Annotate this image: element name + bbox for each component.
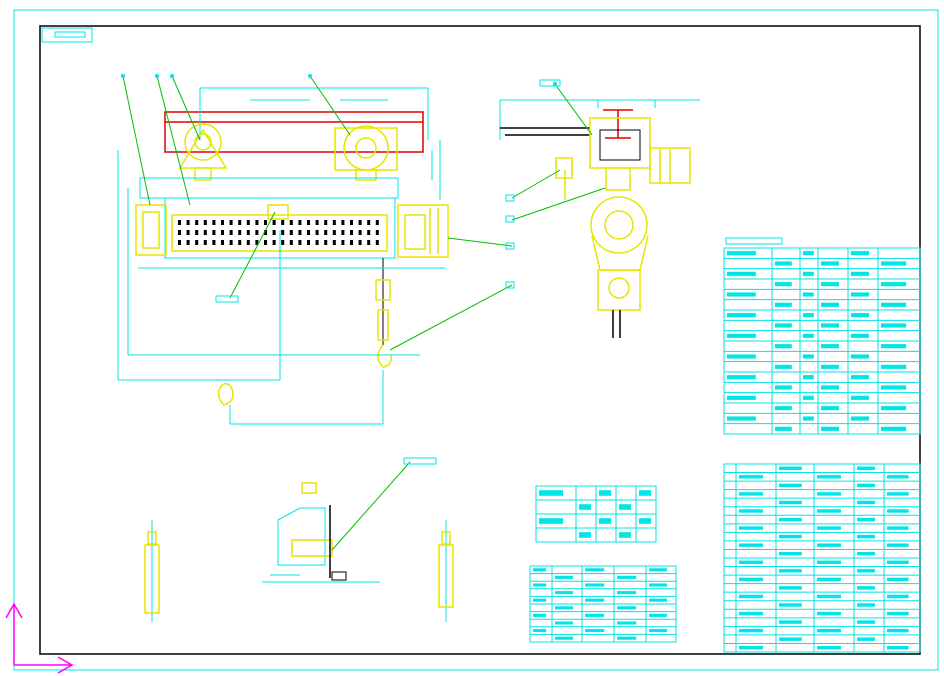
outer-border xyxy=(13,9,939,671)
ucs-axis-icon xyxy=(5,602,74,674)
hook-detail xyxy=(217,382,234,406)
i-beam-section xyxy=(603,109,633,139)
drawing-frame xyxy=(39,25,921,655)
table-title xyxy=(725,237,783,245)
drum-groove-pattern xyxy=(178,220,379,245)
hoist-side-view xyxy=(499,79,700,338)
specification-table-small xyxy=(535,485,657,543)
hook xyxy=(377,344,393,368)
trolley-wheel-right xyxy=(334,125,398,181)
hook-block xyxy=(375,279,391,301)
hoist-drum-section xyxy=(590,196,648,254)
bill-of-materials-table xyxy=(723,463,921,653)
technical-requirements-table xyxy=(723,247,921,435)
gearbox xyxy=(135,204,167,256)
hoist-motor xyxy=(397,204,449,258)
pendant-control-right xyxy=(438,544,454,608)
detail-views xyxy=(144,457,454,622)
hoist-front-view xyxy=(117,74,513,425)
pendant-control-left xyxy=(144,544,160,614)
i-beam-rail xyxy=(164,111,424,153)
trolley-wheel-left xyxy=(178,123,228,181)
parts-table-small xyxy=(529,565,677,643)
bracket-section xyxy=(277,507,326,566)
drawing-number-box xyxy=(41,27,93,43)
